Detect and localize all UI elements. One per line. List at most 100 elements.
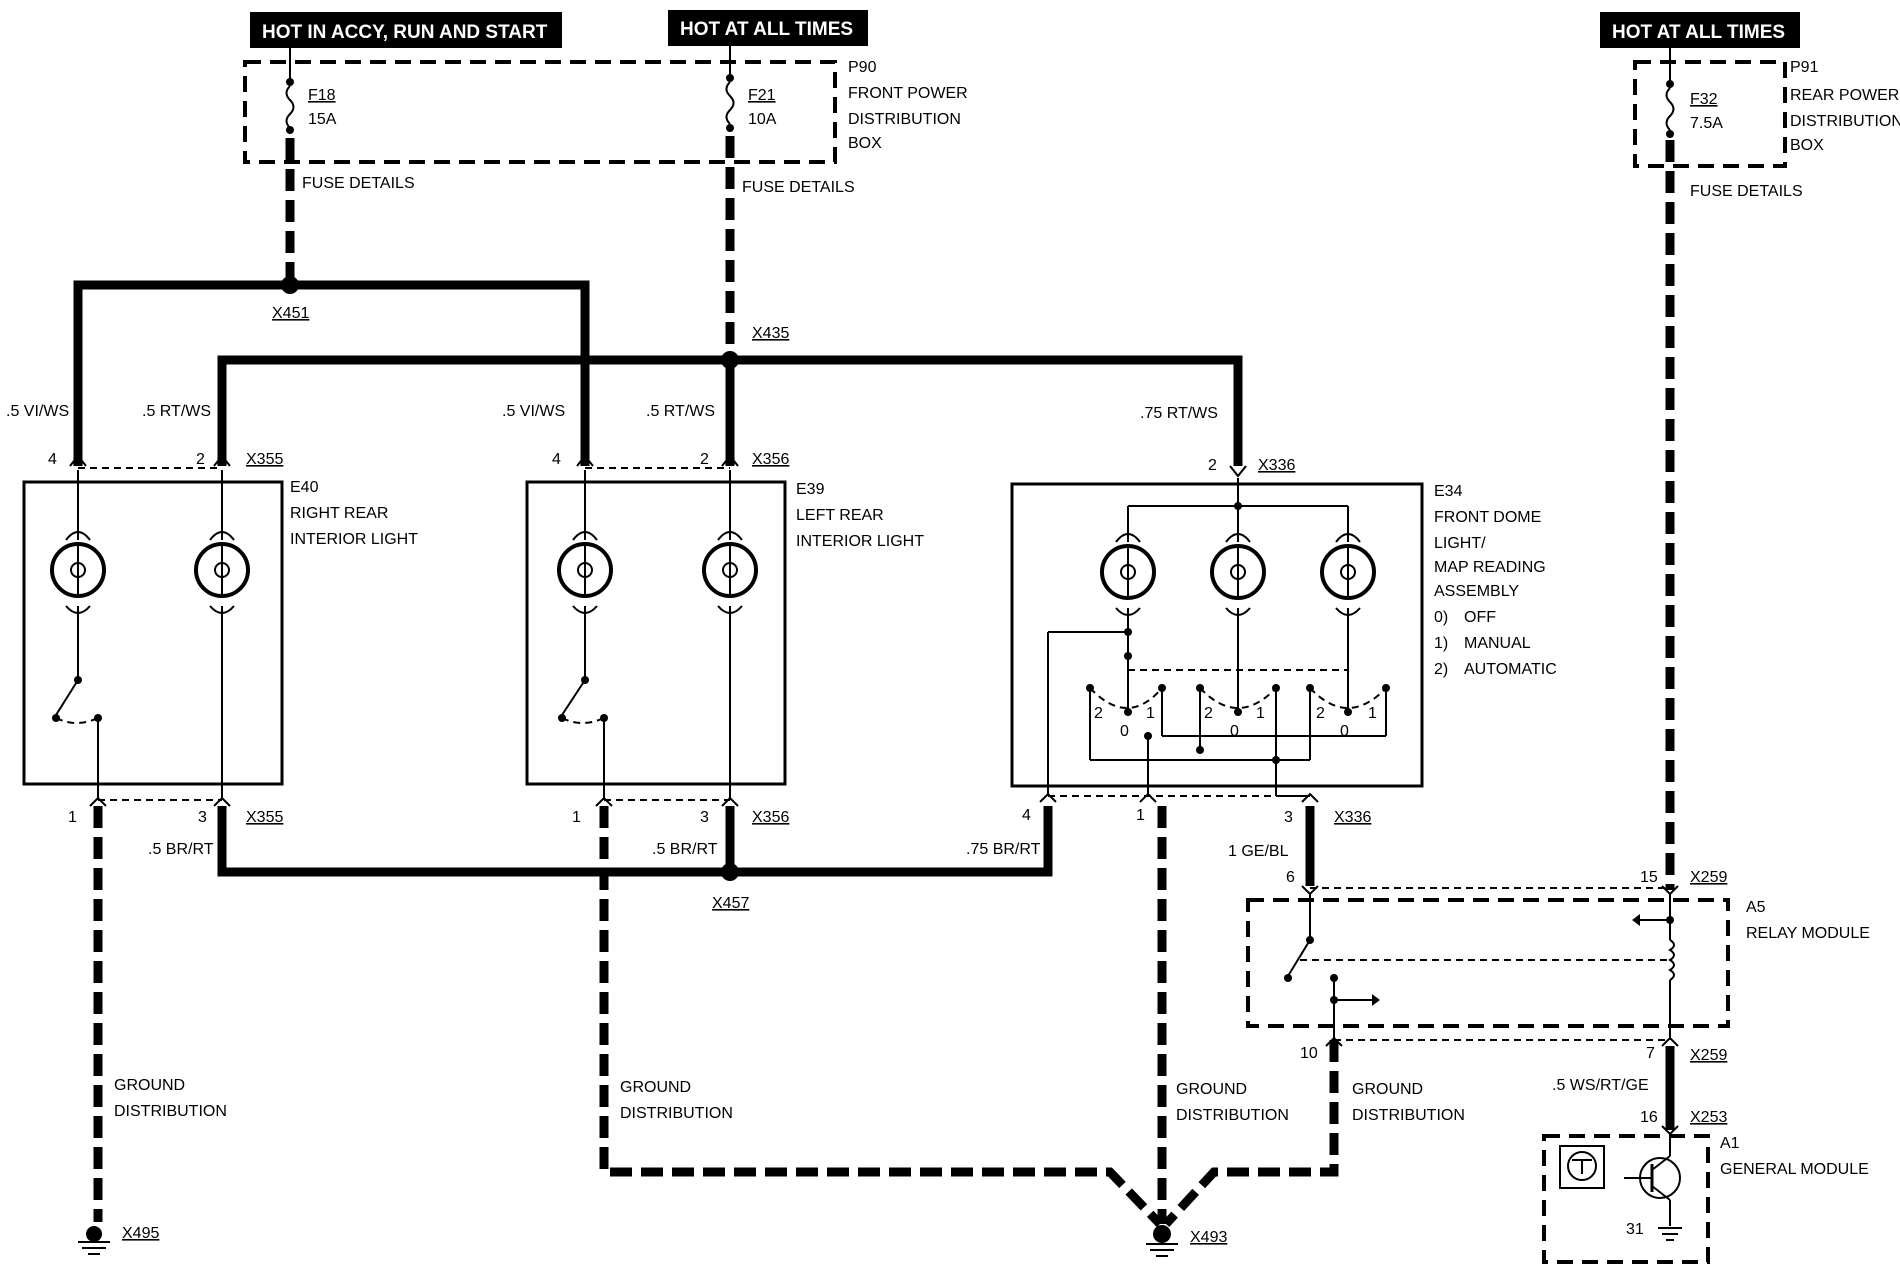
- ground-a5-line2: DISTRIBUTION: [1352, 1107, 1465, 1124]
- front-power-distribution-box: P90 FRONT POWER DISTRIBUTION BOX: [243, 59, 968, 164]
- a5-line1: RELAY MODULE: [1746, 925, 1870, 942]
- e40-line1: RIGHT REAR: [290, 505, 388, 522]
- e34-sw2-1: 1: [1256, 705, 1265, 722]
- splice-x451-label: X451: [272, 305, 309, 322]
- e40-pin-2-top: 2: [196, 451, 205, 468]
- a5-pin-10: 10: [1300, 1045, 1318, 1062]
- e34-opt0-num: 0): [1434, 609, 1448, 626]
- e34-line1: FRONT DOME: [1434, 509, 1541, 526]
- a1-pin-16: 16: [1640, 1109, 1658, 1126]
- e34-pin-4-bottom: 4: [1022, 807, 1031, 824]
- ground-a5-line1: GROUND: [1352, 1081, 1423, 1098]
- e34-bulb-1-icon: [1100, 544, 1156, 600]
- ground-x495-label: X495: [122, 1225, 159, 1242]
- fuse-f21-rating: 10A: [748, 111, 777, 128]
- e34-bulb-3-icon: [1320, 544, 1376, 600]
- e40-door-switch-icon: [55, 679, 79, 716]
- e39-line1: LEFT REAR: [796, 507, 884, 524]
- a5-relay-coil-icon: [1668, 939, 1675, 981]
- wire-ground-e39: [599, 806, 1164, 1228]
- fuse-f32: F32 7.5A: [1665, 48, 1723, 138]
- e39-pin-3-bottom: 3: [700, 809, 709, 826]
- e34-sw1-0: 0: [1120, 723, 1129, 740]
- fuse-f18-name: F18: [308, 87, 336, 104]
- e34-bulb-2-icon: [1210, 544, 1266, 600]
- e34-opt1-num: 1): [1434, 635, 1448, 652]
- e39-connector-bottom: X356: [752, 809, 789, 826]
- ground-e40-line2: DISTRIBUTION: [114, 1103, 227, 1120]
- wire-br-rt-bus: [217, 806, 1053, 877]
- e40-line2: INTERIOR LIGHT: [290, 531, 418, 548]
- e34-line4: ASSEMBLY: [1434, 583, 1519, 600]
- e34-pin-3-bottom: 3: [1284, 809, 1293, 826]
- wire-label-ws-rt-ge: .5 WS/RT/GE: [1552, 1077, 1649, 1094]
- ground-e40-line1: GROUND: [114, 1077, 185, 1094]
- e40-connector-top: X355: [246, 451, 283, 468]
- splice-x457-label: X457: [712, 895, 749, 912]
- fuse-f21-icon: [725, 81, 735, 125]
- e34-mode-switch-3-icon: [1309, 687, 1387, 709]
- fuse-f18-rating: 15A: [308, 111, 337, 128]
- e34-pin-2-top: 2: [1208, 457, 1217, 474]
- fuse-f32-name: F32: [1690, 91, 1718, 108]
- wire-label-rt-ws-e39: .5 RT/WS: [646, 403, 715, 420]
- e34-sw1-2: 2: [1094, 705, 1103, 722]
- wire-label-ge-bl: 1 GE/BL: [1228, 843, 1289, 860]
- splice-x435-label: X435: [752, 325, 789, 342]
- ground-e34-line1: GROUND: [1176, 1081, 1247, 1098]
- fuse-f32-rating: 7.5A: [1690, 115, 1723, 132]
- p91-id: P91: [1790, 59, 1819, 76]
- p90-line2: DISTRIBUTION: [848, 111, 961, 128]
- a5-id: A5: [1746, 899, 1766, 916]
- e39-line2: INTERIOR LIGHT: [796, 533, 924, 550]
- e34-sw3-2: 2: [1316, 705, 1325, 722]
- e34-opt0: OFF: [1464, 609, 1496, 626]
- header-hot-accy-text: HOT IN ACCY, RUN AND START: [262, 22, 548, 43]
- e34-sw3-0: 0: [1340, 723, 1349, 740]
- header-hot-rear: HOT AT ALL TIMES: [1600, 12, 1800, 48]
- a5-pin-6: 6: [1286, 869, 1295, 886]
- p90-line3: BOX: [848, 135, 882, 152]
- e34-pin-1-bottom: 1: [1136, 807, 1145, 824]
- ground-x493-icon: [1146, 1225, 1178, 1257]
- e34-connector-top: X336: [1258, 457, 1295, 474]
- ground-e34-line2: DISTRIBUTION: [1176, 1107, 1289, 1124]
- p91-line2: DISTRIBUTION: [1790, 113, 1900, 130]
- a1-general-module: 16 X253 A1 GENERAL MODULE 31: [1542, 1109, 1869, 1264]
- splice-x435-dot: [721, 351, 739, 369]
- splice-x451-dot: [281, 276, 299, 294]
- e34-mode-switch-1-icon: [1089, 687, 1163, 709]
- e34-opt2: AUTOMATIC: [1464, 661, 1557, 678]
- fuse-f21: F21 10A: [725, 46, 777, 132]
- p91-line1: REAR POWER: [1790, 87, 1899, 104]
- wire-label-vi-ws-e39: .5 VI/WS: [502, 403, 565, 420]
- fuse-f21-name: F21: [748, 87, 776, 104]
- e34-sw1-1: 1: [1146, 705, 1155, 722]
- ground-x495-icon: [78, 1226, 110, 1255]
- e34-id: E34: [1434, 483, 1463, 500]
- e40-bulb-2-icon: [194, 542, 250, 598]
- e39-bulb-1-icon: [557, 542, 613, 598]
- e34-sw2-0: 0: [1230, 723, 1239, 740]
- ground-e39-line2: DISTRIBUTION: [620, 1105, 733, 1122]
- e34-opt2-num: 2): [1434, 661, 1448, 678]
- e39-bulb-2-icon: [702, 542, 758, 598]
- e39-connector-top: X356: [752, 451, 789, 468]
- a5-pin-7: 7: [1646, 1045, 1655, 1062]
- e39-pin-4-top: 4: [552, 451, 561, 468]
- a1-connector: X253: [1690, 1109, 1727, 1126]
- a1-pin-31: 31: [1626, 1221, 1644, 1238]
- e40-pin-1-bottom: 1: [68, 809, 77, 826]
- e40-pin-3-bottom: 3: [198, 809, 207, 826]
- fuse-f18: F18 15A: [285, 48, 337, 134]
- e40-connector-bottom: X355: [246, 809, 283, 826]
- wire-vi-ws: [73, 280, 590, 466]
- wire-ground-a5: [1162, 1040, 1339, 1228]
- wire-label-rt-ws-e34: .75 RT/WS: [1140, 405, 1218, 422]
- fuse-details-f32: FUSE DETAILS: [1690, 183, 1803, 200]
- e40-right-rear-interior-light: 4 2 X355 E40 RIGHT REAR INTERIOR LIGHT 1…: [22, 451, 418, 826]
- a5-connector-top: X259: [1690, 869, 1727, 886]
- splice-x457-dot: [721, 863, 739, 881]
- wire-label-rt-ws-e40: .5 RT/WS: [142, 403, 211, 420]
